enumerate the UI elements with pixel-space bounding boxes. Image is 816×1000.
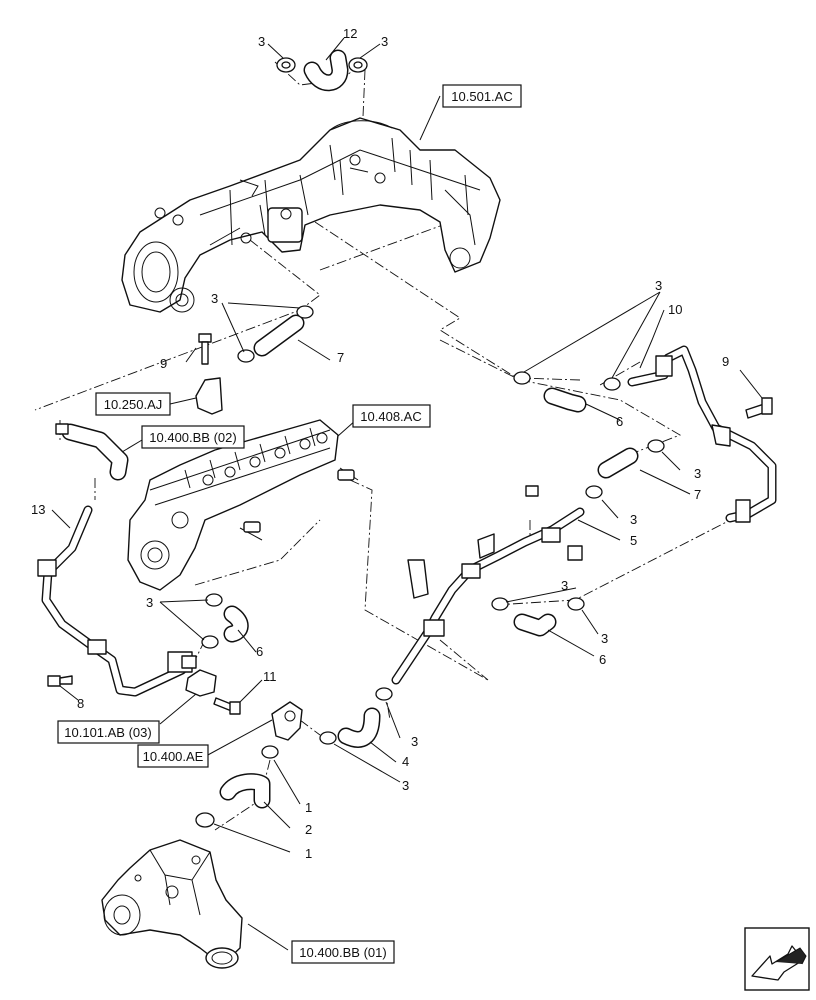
water-pump: [101, 839, 243, 969]
arrow-back-icon[interactable]: [744, 927, 810, 991]
callout-3: 3: [402, 778, 409, 793]
hose-6-lower-right: [491, 597, 585, 637]
callout-4: 4: [402, 754, 409, 769]
callout-1: 1: [305, 800, 312, 815]
svg-text:10.101.AB (03): 10.101.AB (03): [64, 725, 151, 740]
callout-3: 3: [258, 34, 265, 49]
hose-12: [303, 49, 349, 92]
clamp-3-top-right: [348, 57, 368, 73]
clamp-3-top-left: [276, 57, 296, 73]
callout-9: 9: [160, 356, 167, 371]
svg-text:10.400.BB (02): 10.400.BB (02): [149, 430, 236, 445]
ref-501-ac[interactable]: 10.501.AC: [442, 84, 522, 108]
ref-400-bb-01[interactable]: 10.400.BB (01): [291, 940, 395, 964]
svg-text:10.400.BB (01): 10.400.BB (01): [299, 945, 386, 960]
callout-9: 9: [722, 354, 729, 369]
callout-3: 3: [694, 466, 701, 481]
callout-1: 1: [305, 846, 312, 861]
callout-6: 6: [599, 652, 606, 667]
svg-text:10.501.AC: 10.501.AC: [451, 89, 512, 104]
hose-2: [195, 745, 279, 828]
callout-3: 3: [561, 578, 568, 593]
ref-408-ac[interactable]: 10.408.AC: [352, 404, 431, 428]
hose-7-upper: [237, 305, 314, 363]
hose-7-right: [585, 439, 665, 499]
bolt-9-right: [745, 397, 773, 419]
leader-lines: [51, 37, 763, 951]
bracket-101-ab: [185, 669, 217, 697]
callout-10: 10: [668, 302, 682, 317]
bolt-8: [47, 675, 73, 687]
svg-text:10.400.AE: 10.400.AE: [143, 749, 204, 764]
callout-3: 3: [211, 291, 218, 306]
callout-2: 2: [305, 822, 312, 837]
callout-3: 3: [601, 631, 608, 646]
callout-11: 11: [263, 669, 277, 684]
callout-5: 5: [630, 533, 637, 548]
elbow-400-bb-02: [55, 423, 129, 481]
hose-6-upper-right: [513, 371, 587, 413]
callout-3: 3: [146, 595, 153, 610]
bracket-10-250-aj: [195, 377, 223, 415]
pipe-13: [37, 505, 197, 697]
pipe-5: [375, 485, 585, 701]
svg-text:10.408.AC: 10.408.AC: [360, 409, 421, 424]
bolt-11: [213, 697, 241, 715]
callout-12: 12: [343, 26, 357, 41]
callout-8: 8: [77, 696, 84, 711]
ref-101-ab-03[interactable]: 10.101.AB (03): [57, 720, 160, 744]
callout-3: 3: [411, 734, 418, 749]
ref-250-aj[interactable]: 10.250.AJ: [95, 392, 171, 416]
callout-6: 6: [616, 414, 623, 429]
callout-3: 3: [630, 512, 637, 527]
callout-6: 6: [256, 644, 263, 659]
fitting-400-ae: [271, 701, 303, 741]
pipe-10: [603, 345, 777, 523]
ref-400-bb-02[interactable]: 10.400.BB (02): [141, 425, 245, 449]
hose-6-lower-left: [201, 593, 249, 649]
callout-3: 3: [655, 278, 662, 293]
ref-400-ae[interactable]: 10.400.AE: [137, 744, 209, 768]
callout-numbers: 3 12 3 3 7 9 13 3 10 9 6 3 7 3 5 3 6 3 3…: [31, 26, 729, 861]
hose-4: [319, 707, 381, 748]
callout-13: 13: [31, 502, 45, 517]
egr-manifold-assembly: [121, 117, 501, 313]
bolt-9-left: [198, 333, 212, 365]
callout-7: 7: [694, 487, 701, 502]
callout-3: 3: [381, 34, 388, 49]
cylinder-head-rail: [127, 419, 359, 591]
svg-text:10.250.AJ: 10.250.AJ: [104, 397, 163, 412]
callout-7: 7: [337, 350, 344, 365]
